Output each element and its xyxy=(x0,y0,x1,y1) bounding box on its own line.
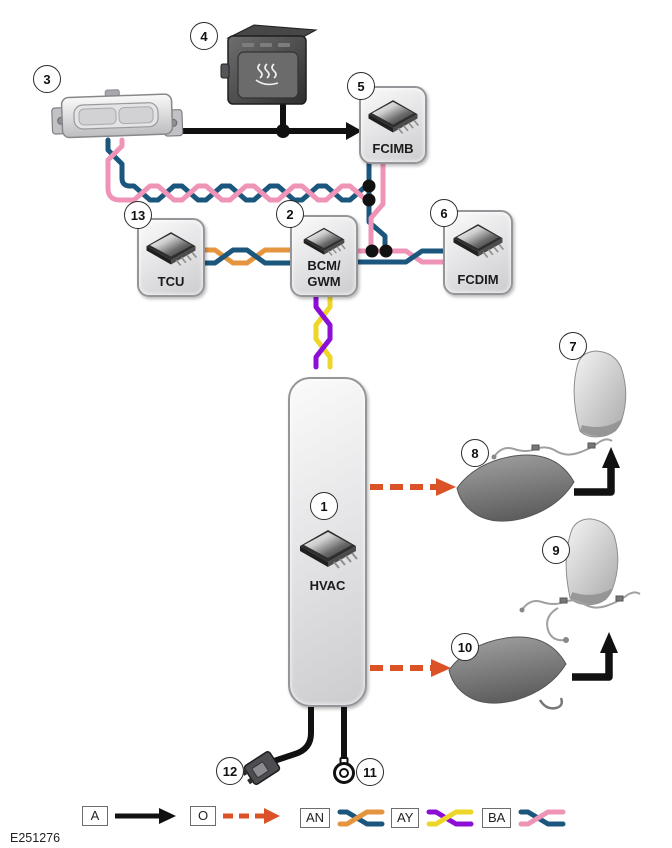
heated-seat-switch xyxy=(220,24,318,105)
legend-code-ay: AY xyxy=(391,807,420,829)
legend-code-o: O xyxy=(190,806,216,827)
seat-backrest-7 xyxy=(573,350,627,438)
circuit-chip-icon xyxy=(453,224,505,258)
seat-control-panel xyxy=(51,89,184,139)
dashed-arrow-front-seat xyxy=(370,478,456,496)
callout-7: 7 xyxy=(559,332,587,360)
callout-4: 4 xyxy=(190,22,218,50)
callout-1: 1 xyxy=(310,492,338,520)
legend-item-ba: BA xyxy=(482,806,566,830)
callout-13: 13 xyxy=(124,201,152,229)
module-label-fcimb: FCIMB xyxy=(372,141,414,157)
figure-id: E251276 xyxy=(10,831,61,845)
solid-arrow-icon xyxy=(115,808,176,825)
legend-item-ay: AY xyxy=(391,806,474,830)
twisted-pair-an xyxy=(202,247,293,266)
callout-12: 12 xyxy=(216,757,244,785)
callout-10: 10 xyxy=(451,633,479,661)
heated-seat-icon xyxy=(255,63,279,86)
callout-5: 5 xyxy=(347,72,375,100)
assembly-arrow-rear xyxy=(572,632,618,677)
legend-code-ba: BA xyxy=(482,807,512,829)
twisted-pair-ay-icon xyxy=(426,809,474,827)
legend-code-a: A xyxy=(82,806,108,827)
legend-item-an: AN xyxy=(300,806,385,830)
module-fcdim: FCDIM xyxy=(443,210,513,295)
module-label-tcu: TCU xyxy=(157,274,185,290)
twisted-pair-an-icon xyxy=(337,809,385,827)
module-label-fcdim: FCDIM xyxy=(457,272,499,288)
hardwire-a xyxy=(180,104,362,140)
legend-item-a: A xyxy=(82,806,177,827)
callout-2: 2 xyxy=(276,200,304,228)
legend-code-an: AN xyxy=(300,807,331,829)
callout-3: 3 xyxy=(33,65,61,93)
callout-11: 11 xyxy=(356,758,384,786)
junction-dots xyxy=(276,124,393,258)
callout-9: 9 xyxy=(542,536,570,564)
bcm-line2: GWM xyxy=(307,274,341,290)
dashed-arrow-rear-seat xyxy=(370,659,451,677)
module-fcimb: FCIMB xyxy=(359,86,427,164)
seat-cushion-10 xyxy=(448,636,567,710)
seat-backrest-9 xyxy=(563,517,621,607)
legend-item-o: O xyxy=(190,806,281,827)
module-tcu: TCU xyxy=(137,218,205,297)
circuit-chip-icon xyxy=(146,232,198,266)
twisted-pair-ba-vertical xyxy=(366,161,388,254)
module-hvac: HVAC xyxy=(288,377,367,707)
circuit-chip-icon xyxy=(299,530,358,569)
twisted-pair-ay xyxy=(313,294,333,370)
circuit-chip-icon xyxy=(303,227,346,256)
callout-8: 8 xyxy=(461,439,489,467)
module-label-bcm-gwm: BCM/ GWM xyxy=(307,258,340,290)
module-bcm-gwm: BCM/ GWM xyxy=(290,215,358,297)
ring-terminal xyxy=(333,757,355,784)
seat-harness-9 xyxy=(518,591,641,643)
circuit-chip-icon xyxy=(368,100,420,134)
twisted-pair-ba-panel xyxy=(105,137,372,203)
bcm-line1: BCM/ xyxy=(307,258,341,274)
twisted-pair-ba-icon xyxy=(518,809,566,827)
assembly-arrow-front xyxy=(574,447,620,492)
module-label-hvac: HVAC xyxy=(309,578,346,593)
ground-leads xyxy=(273,707,347,764)
inline-connector xyxy=(241,751,281,785)
dashed-arrow-icon xyxy=(223,808,280,825)
callout-6: 6 xyxy=(430,199,458,227)
